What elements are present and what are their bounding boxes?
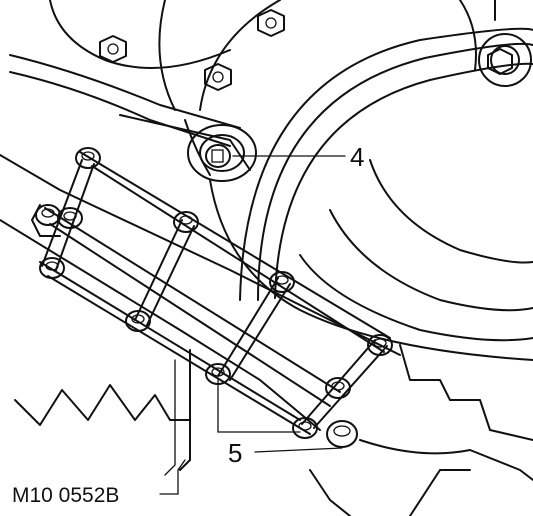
- frame-bolt: [39, 257, 65, 279]
- crankshaft-pulley: [184, 0, 533, 361]
- frame-bolt: [325, 377, 351, 399]
- lower-bracket: [14, 359, 191, 476]
- callout-5-leader-b: [254, 447, 343, 453]
- frame-bolt: [35, 204, 61, 226]
- callout-5-label: 5: [228, 438, 242, 468]
- engine-housing-outline: [9, 0, 281, 171]
- ladder-frame-bolts: [35, 147, 393, 448]
- frame-bolt: [75, 147, 101, 169]
- crankshaft-pulley-bolt: [187, 124, 257, 182]
- ladder-frame: [31, 151, 391, 435]
- frame-bolt: [125, 310, 151, 332]
- figure-reference: M10 0552B: [12, 484, 119, 507]
- frame-bolt: [173, 211, 199, 233]
- figure-ref-leader: [159, 459, 186, 495]
- frame-bolt: [326, 420, 358, 448]
- callout-leaders: [159, 155, 346, 495]
- callout-4-label: 4: [350, 142, 364, 172]
- callout-5-leader-a: [217, 379, 301, 433]
- sump-outline: [0, 154, 533, 516]
- frame-bolt: [367, 334, 393, 356]
- frame-bolt: [292, 417, 318, 439]
- frame-bolt: [57, 207, 83, 229]
- frame-bolt: [269, 271, 295, 293]
- housing-bolts: [99, 9, 513, 91]
